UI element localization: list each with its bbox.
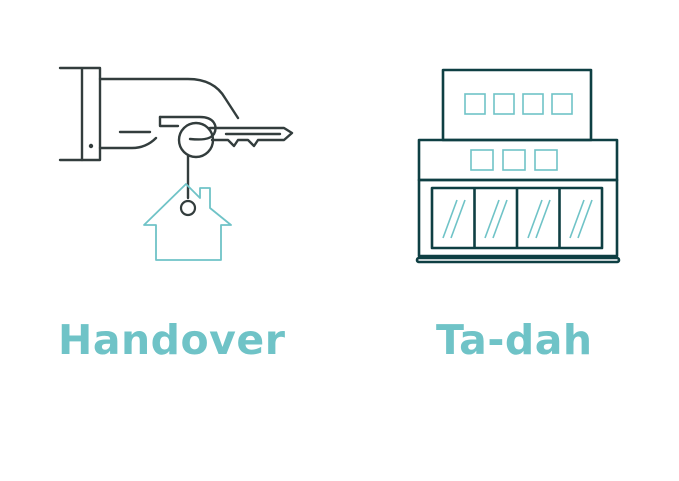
palm-bottom [98,136,158,150]
handover-panel: Handover [58,66,294,364]
tag-hole [179,199,197,217]
upper-window-2 [493,93,515,115]
sleeve-cuff [58,66,102,162]
storefront-building-icon [415,68,621,264]
key-blade [208,126,294,148]
middle-window-1 [470,149,494,171]
cuff-button [88,143,94,149]
reflection-2a [484,199,500,239]
building-middle-band [417,138,619,182]
house-tag-outline [143,183,232,261]
middle-window-2 [502,149,526,171]
upper-window-4 [551,93,573,115]
thumb [158,115,217,141]
tadah-panel: Ta-dah [339,0,679,481]
tadah-label: Ta-dah [436,316,593,364]
reflection-2b [492,199,508,239]
reflection-4b [577,199,593,239]
upper-window-1 [464,93,486,115]
reflection-3b [535,199,551,239]
hand-back [98,77,240,120]
reflection-1a [442,199,458,239]
reflection-3a [527,199,543,239]
handover-label: Handover [58,316,286,364]
reflection-4a [569,199,585,239]
thumb-tip [158,115,180,128]
building-ground-floor [417,178,619,258]
reflection-1b [450,199,466,239]
upper-window-3 [522,93,544,115]
pavement-bar [415,256,621,264]
middle-window-3 [534,149,558,171]
hand-holding-key-icon [58,66,294,261]
